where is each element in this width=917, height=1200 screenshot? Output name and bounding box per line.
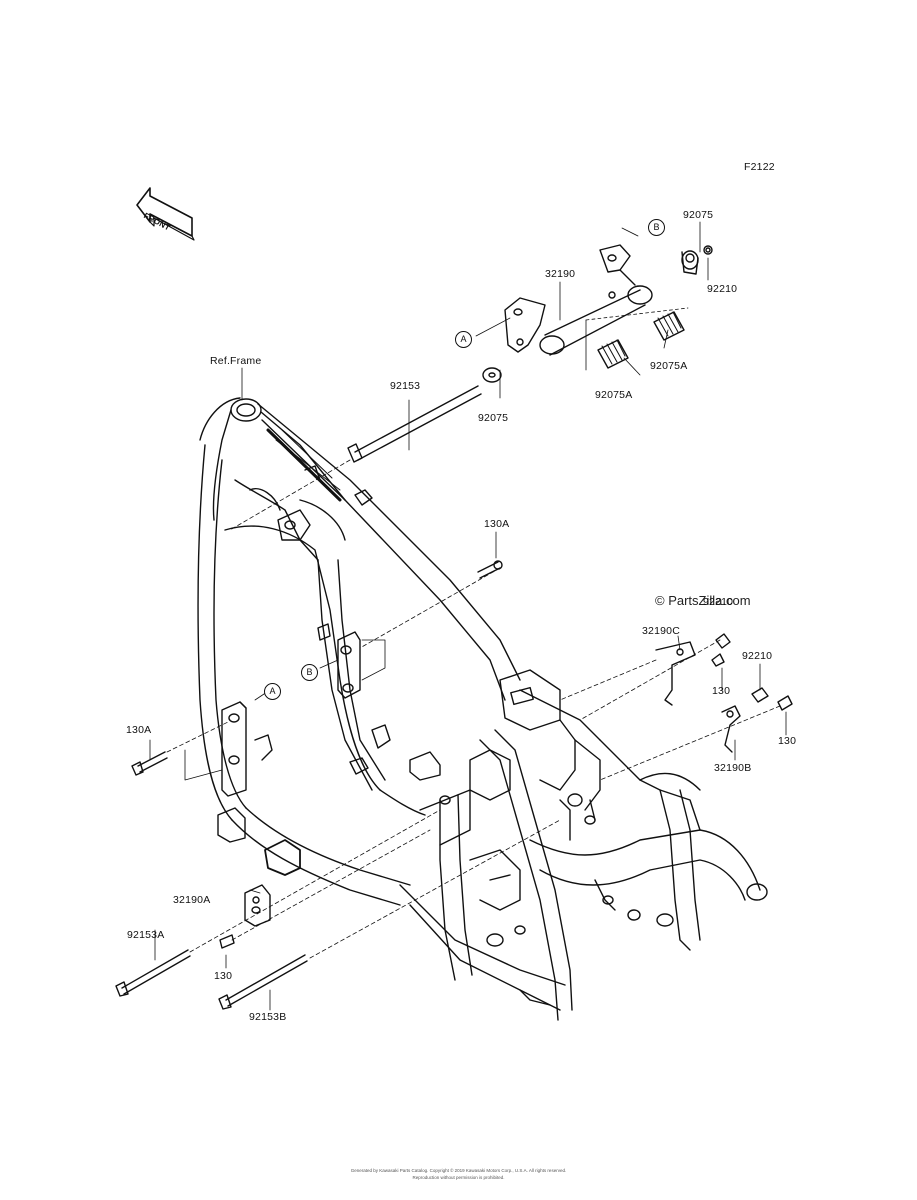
bolts (115, 385, 793, 1010)
engine-mount-bracket-32190 (504, 244, 653, 356)
part-label-92210-top: 92210 (707, 283, 738, 295)
part-label-130-left: 130 (214, 970, 233, 982)
part-label-92153b: 92153B (249, 1011, 287, 1023)
frame-main (197, 397, 768, 1021)
part-label-32190b: 32190B (714, 762, 752, 774)
leader-lines (149, 221, 787, 1011)
callout-b-frame: B (301, 664, 318, 681)
part-label-92153a: 92153A (127, 929, 165, 941)
part-label-92210-r2: 92210 (742, 650, 773, 662)
part-label-32190: 32190 (545, 268, 576, 280)
part-label-92210-r1: 92210 (703, 596, 734, 608)
callout-a-frame: A (264, 683, 281, 700)
part-label-130-r1: 130 (712, 685, 731, 697)
diagram-code: F2122 (744, 161, 775, 173)
part-label-130a-mid: 130A (484, 518, 510, 530)
front-arrow-icon (136, 187, 195, 241)
part-label-92075a-right: 92075A (650, 360, 688, 372)
watermark: © PartsZilla.com (655, 593, 751, 608)
part-label-92075-mid: 92075 (478, 412, 509, 424)
ref-frame-label: Ref.Frame (210, 355, 262, 367)
part-label-32190a: 32190A (173, 894, 211, 906)
part-label-32190c: 32190C (642, 625, 680, 637)
callout-b-top: B (648, 219, 665, 236)
callout-a-top: A (455, 331, 472, 348)
part-label-130-r2: 130 (778, 735, 797, 747)
footer-notice: Reproduction without permission is prohi… (412, 1175, 505, 1180)
part-label-92075-top: 92075 (683, 209, 714, 221)
footer-copyright: Generated by Kawasaki Parts Catalog. Cop… (350, 1168, 567, 1173)
part-label-92075a-mid: 92075A (595, 389, 633, 401)
part-label-92153: 92153 (390, 380, 421, 392)
part-label-130a-left: 130A (126, 724, 152, 736)
bushings (482, 245, 713, 383)
